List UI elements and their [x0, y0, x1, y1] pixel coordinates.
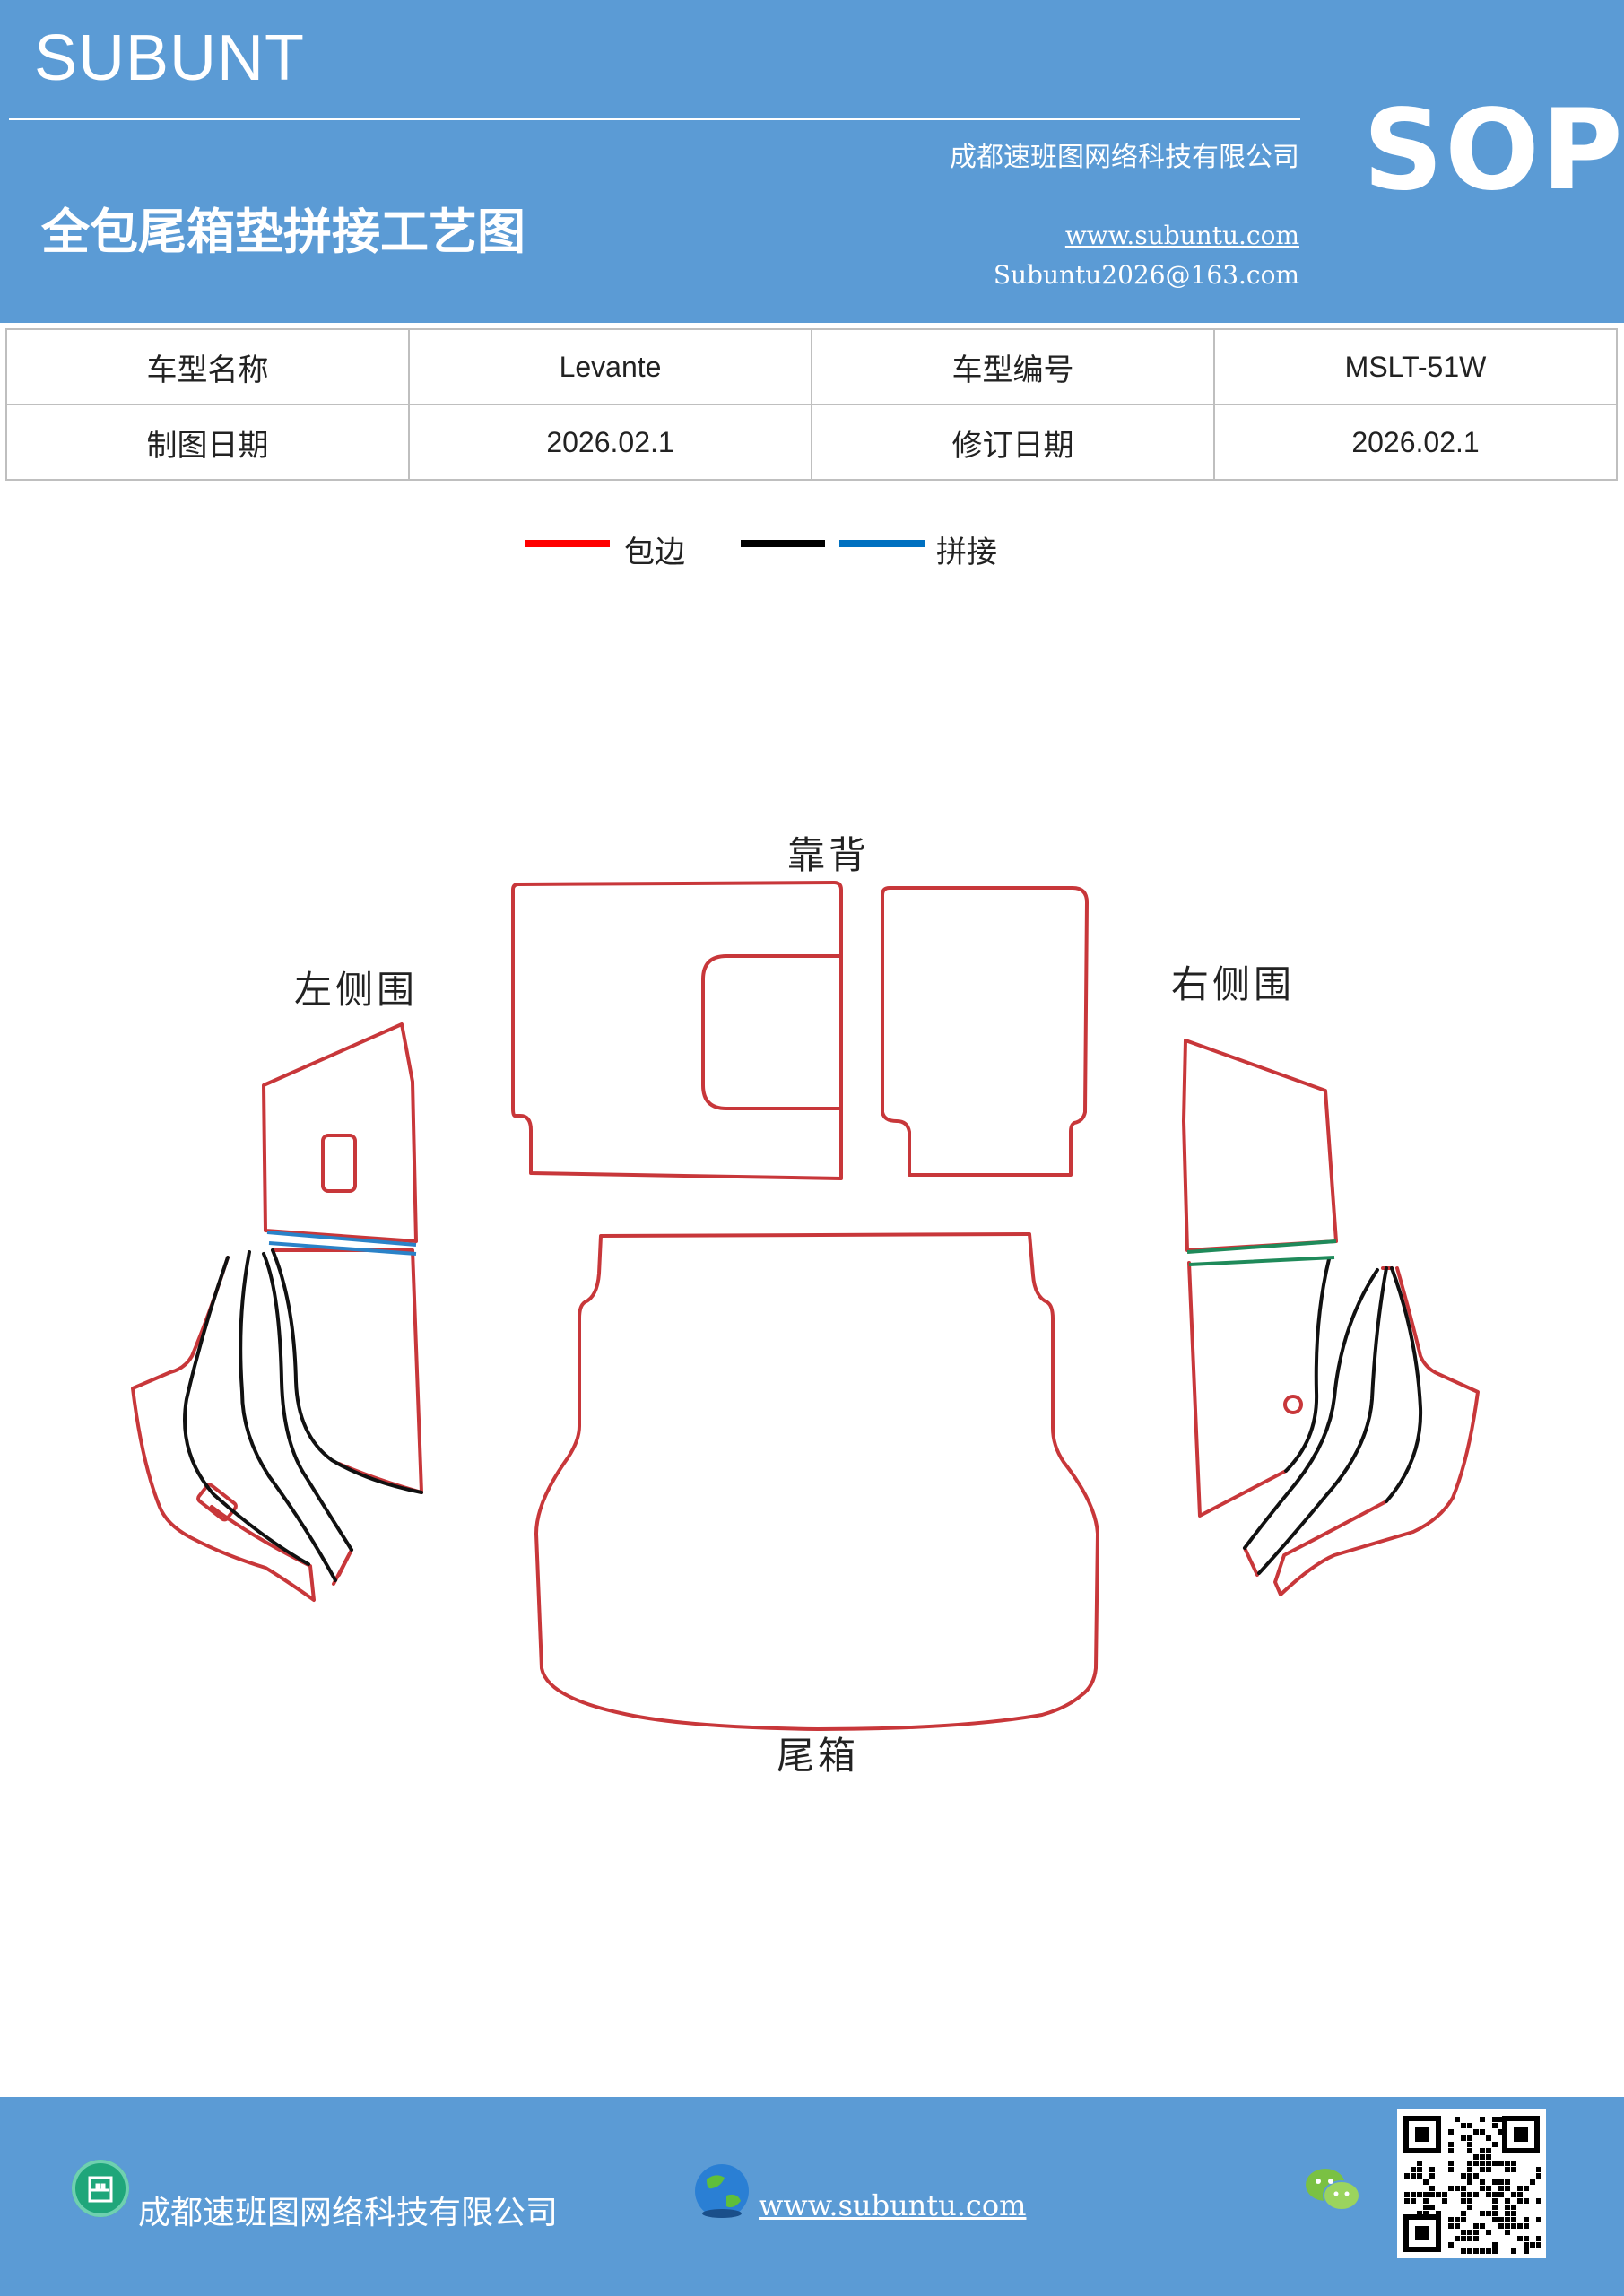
mat-diagram: 靠背 左侧围 右侧围 尾箱	[0, 789, 1624, 1812]
right-black-seam-1	[1284, 1257, 1331, 1473]
right-green-seam	[1186, 1239, 1337, 1266]
backrest-right-panel	[881, 886, 1089, 1177]
right-black-seam-3	[1257, 1266, 1388, 1575]
left-black-seam-4	[271, 1248, 423, 1494]
right-side-hole	[1283, 1395, 1303, 1414]
legend-splice-swatch	[839, 540, 925, 547]
backrest-cutout	[701, 954, 841, 1110]
qr-code[interactable]	[1397, 2109, 1546, 2258]
left-side-upper-panel	[262, 1022, 418, 1243]
model-name-value: Levante	[408, 328, 812, 405]
mat-pattern-drawing	[131, 881, 1480, 1731]
right-side-tip	[1243, 1546, 1259, 1577]
left-blue-seam	[266, 1231, 417, 1256]
building-icon	[72, 2160, 129, 2217]
left-side-vent	[196, 1483, 238, 1522]
right-side-lower-panel	[1187, 1261, 1288, 1518]
left-side-window	[321, 1134, 357, 1193]
trunk-floor-panel	[534, 1232, 1099, 1731]
right-side-label: 右侧围	[1171, 962, 1296, 1006]
footer-banner: 成都速班图网络科技有限公司 www.subuntu.com	[0, 2097, 1624, 2296]
right-black-seam-4	[1385, 1266, 1423, 1503]
model-code-label: 车型编号	[811, 328, 1215, 405]
backrest-left-panel	[511, 881, 843, 1180]
legend: 包边 拼接	[0, 520, 1624, 574]
backrest-label: 靠背	[787, 833, 871, 877]
right-side-lower-outer	[1273, 1266, 1480, 1596]
left-black-seam-1	[183, 1256, 310, 1566]
sop-badge: SOP	[1363, 86, 1624, 215]
vehicle-info-table: 车型名称 Levante 车型编号 MSLT-51W 制图日期 2026.02.…	[5, 328, 1618, 481]
left-black-seam-3	[262, 1252, 353, 1552]
legend-edge-label: 包边	[624, 535, 685, 570]
header-company: 成都速班图网络科技有限公司	[950, 142, 1299, 173]
model-code-value: MSLT-51W	[1213, 328, 1618, 405]
legend-edge-swatch	[525, 540, 610, 547]
drawing-date-label: 制图日期	[5, 404, 410, 481]
header-banner: SUBUNT 成都速班图网络科技有限公司 全包尾箱垫拼接工艺图 www.subu…	[0, 0, 1624, 323]
revision-date-label: 修订日期	[811, 404, 1215, 481]
footer-company: 成都速班图网络科技有限公司	[138, 2195, 559, 2231]
right-black-seam-2	[1243, 1268, 1379, 1550]
table-row: 车型名称 Levante 车型编号 MSLT-51W	[5, 328, 1618, 405]
footer-website-link[interactable]: www.subuntu.com	[759, 2188, 1027, 2222]
table-row: 制图日期 2026.02.1 修订日期 2026.02.1	[5, 404, 1618, 481]
header-email: Subuntu2026@163.com	[993, 260, 1299, 290]
header-divider	[9, 118, 1300, 120]
left-side-lower-outer	[131, 1256, 316, 1602]
model-name-label: 车型名称	[5, 328, 410, 405]
left-black-seam-2	[239, 1250, 337, 1582]
left-side-label: 左侧围	[294, 968, 419, 1012]
legend-splice-label: 拼接	[936, 535, 997, 570]
document-title: 全包尾箱垫拼接工艺图	[41, 204, 525, 260]
revision-date-value: 2026.02.1	[1213, 404, 1618, 481]
globe-icon	[690, 2160, 753, 2222]
drawing-date-value: 2026.02.1	[408, 404, 812, 481]
trunk-label: 尾箱	[777, 1734, 860, 1778]
wechat-icon	[1302, 2163, 1365, 2217]
right-side-upper-panel	[1182, 1039, 1338, 1252]
header-website-link[interactable]: www.subuntu.com	[1064, 221, 1299, 250]
brand-logo: SUBUNT	[34, 22, 306, 94]
legend-black-swatch	[741, 540, 825, 547]
